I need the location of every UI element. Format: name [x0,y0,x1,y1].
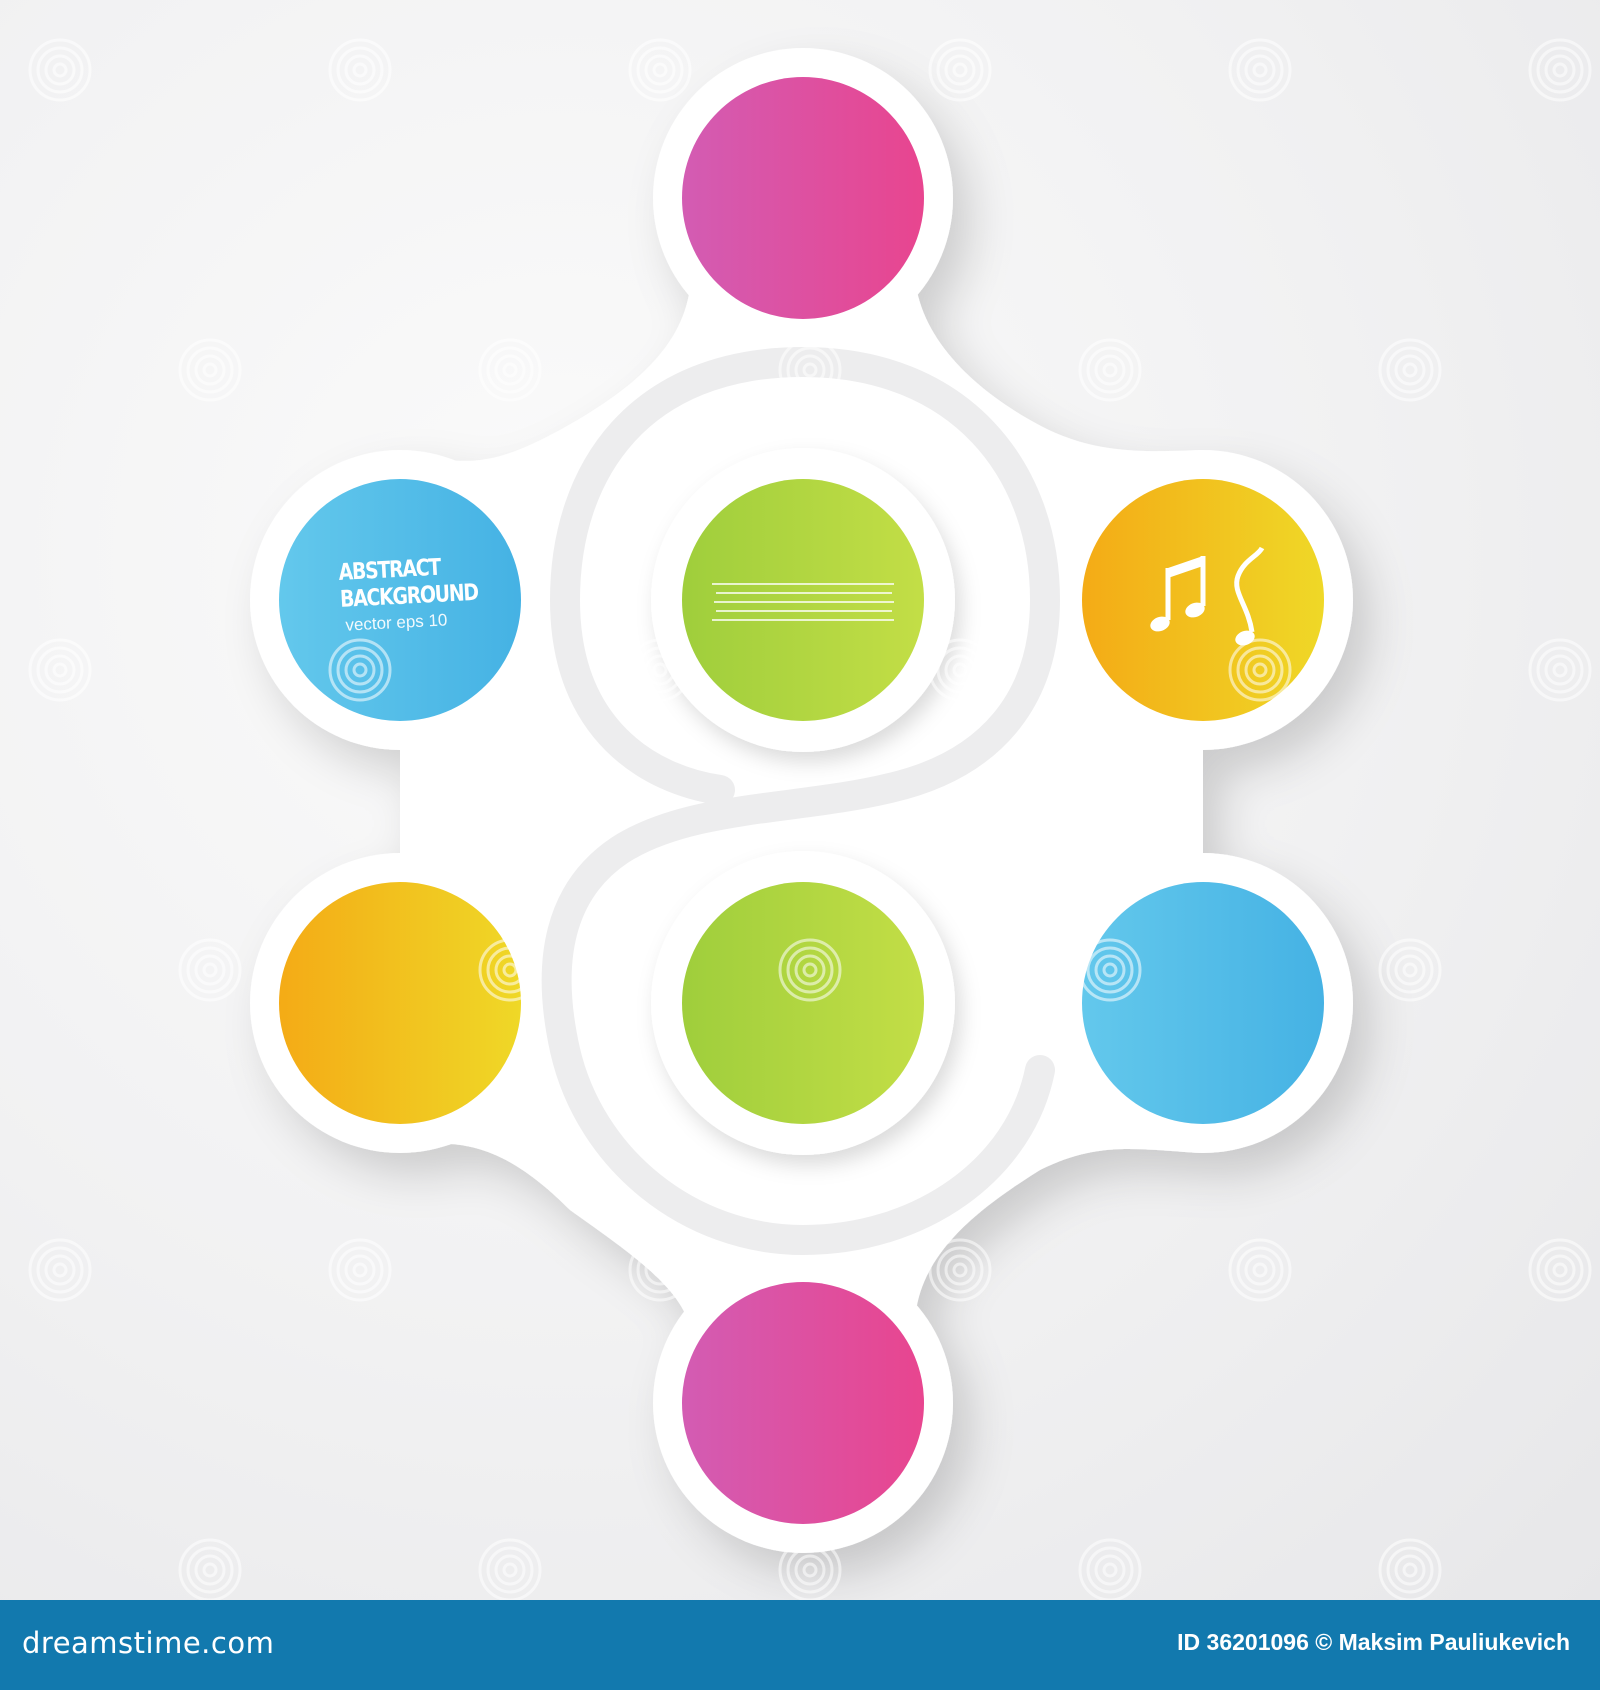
spiral-logo-icon [178,1538,242,1600]
spiral-logo-icon [1378,338,1442,402]
spiral-logo-icon [178,938,242,1002]
spiral-logo-icon [778,338,842,402]
circle-center-lower [682,882,924,1124]
spiral-logo-icon [1078,938,1142,1002]
dreamstime-logo[interactable]: dreamstime.com [22,1626,275,1660]
filler-text-lines [712,583,894,621]
abstract-background-label: ABSTRACT BACKGROUND vector eps 10 [338,550,532,636]
spiral-logo-icon [328,38,392,102]
footer-bar: dreamstime.com ID 36201096 © Maksim Paul… [0,1600,1600,1690]
circle-center-upper [682,479,924,721]
spiral-logo-icon [1078,338,1142,402]
music-notes-icon [1150,546,1265,646]
spiral-logo-icon [1228,638,1292,702]
spiral-logo-icon [628,38,692,102]
spiral-logo-icon [1378,938,1442,1002]
spiral-logo-icon [178,338,242,402]
image-credit: ID 36201096 © Maksim Pauliukevich [1177,1629,1570,1655]
circle-top [682,77,924,319]
spiral-logo-icon [778,938,842,1002]
spiral-logo-icon [478,1538,542,1600]
spiral-logo-icon [1528,638,1592,702]
spiral-logo-icon [628,1238,692,1302]
spiral-logo-icon [28,38,92,102]
spiral-logo-icon [28,1238,92,1302]
spiral-logo-icon [328,638,392,702]
spiral-logo-icon [778,1538,842,1600]
circle-bottom [682,1282,924,1524]
spiral-logo-icon [928,638,992,702]
spiral-logo-icon [1078,1538,1142,1600]
spiral-logo-icon [928,1238,992,1302]
circle-left-lower [279,882,521,1124]
spiral-logo-icon [28,638,92,702]
spiral-logo-icon [1528,1238,1592,1302]
artwork-canvas: ABSTRACT BACKGROUND vector eps 10 [0,0,1600,1600]
abstract-circles-artwork [28,38,1592,1600]
spiral-logo-icon [478,338,542,402]
spiral-logo-icon [1378,1538,1442,1600]
spiral-logo-icon [1228,1238,1292,1302]
spiral-logo-icon [1528,38,1592,102]
watermark-spirals [28,38,1592,1600]
spiral-logo-icon [328,1238,392,1302]
spiral-logo-icon [1228,38,1292,102]
spiral-logo-icon [628,638,692,702]
s-curve-ring [541,347,1061,1256]
circle-right-lower [1082,882,1324,1124]
spiral-logo-icon [928,38,992,102]
spiral-logo-icon [478,938,542,1002]
